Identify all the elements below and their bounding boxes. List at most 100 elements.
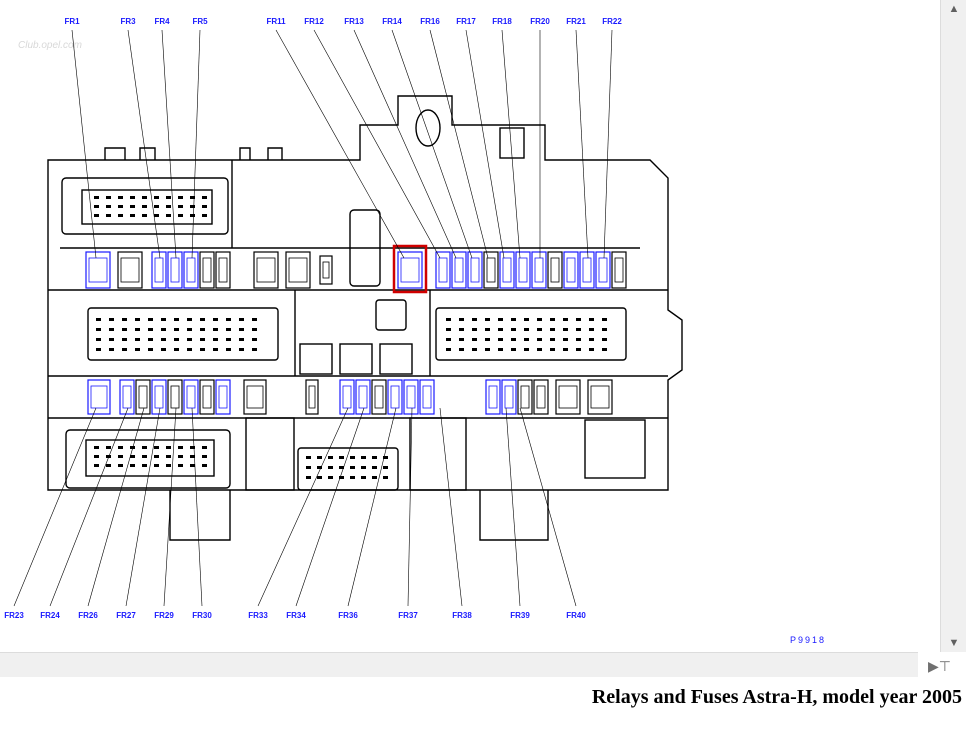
fuse-lower-right-1 (501, 379, 517, 415)
fuse-lower-right-0 (485, 379, 501, 415)
leader-fr40 (519, 407, 577, 607)
leader-fr23 (13, 407, 97, 607)
leader-fr36 (347, 407, 397, 607)
page-corner-icon[interactable]: ▶⊤ (928, 658, 951, 674)
leader-fr5 (191, 29, 201, 259)
vertical-scrollbar[interactable]: ▲ ▼ (940, 0, 967, 652)
fuse-lower-mid-1 (355, 379, 371, 415)
leader-fr21 (575, 29, 589, 259)
fuse-lower-mid-0 (339, 379, 355, 415)
label-fr5: FR5 (192, 17, 208, 26)
label-fr4: FR4 (154, 17, 170, 26)
leader-fr26 (87, 407, 145, 607)
leader-fr18 (501, 29, 521, 259)
fuse-slot (319, 255, 333, 285)
leader-fr34 (295, 407, 365, 607)
leader-fr13 (353, 29, 457, 259)
fuse-slot (253, 251, 279, 289)
fuse-lower-mid-4 (403, 379, 419, 415)
scroll-down-icon[interactable]: ▼ (948, 637, 960, 649)
watermark-text: Club.opel.com (18, 40, 82, 51)
fuse-lower-5 (199, 379, 215, 415)
diagram-viewer[interactable]: Club.opel.com (0, 0, 940, 652)
leader-fr14 (391, 29, 473, 259)
fuse-upper-right-4 (499, 251, 515, 289)
highlighted-fuse-marker[interactable] (392, 244, 428, 294)
fuse-slot (117, 251, 143, 289)
connector-pins (94, 196, 607, 479)
fuse-lower-2 (151, 379, 167, 415)
label-fr39: FR39 (510, 611, 530, 620)
fuse-row-group (85, 244, 627, 415)
fuse-upper-right-9 (579, 251, 595, 289)
fuse-lower-right-black-0 (517, 379, 533, 415)
leader-fr27 (125, 407, 161, 607)
fuse-box-housing (47, 95, 683, 541)
label-fr22: FR22 (602, 17, 622, 26)
fuse-slot (243, 379, 267, 415)
label-fr3: FR3 (120, 17, 136, 26)
label-fr11: FR11 (266, 17, 286, 26)
fuse-upper-black-1 (215, 251, 231, 289)
leader-fr30 (191, 407, 203, 607)
label-fr18: FR18 (492, 17, 512, 26)
scroll-corner (918, 652, 966, 682)
fuse-slot (555, 379, 581, 415)
leader-fr33 (257, 407, 349, 607)
fuse-slot (587, 379, 613, 415)
leader-fr1 (71, 29, 97, 259)
leader-fr17 (465, 29, 505, 259)
fuse-slot (285, 251, 311, 289)
fuse-slot (305, 379, 319, 415)
fuse-upper-right-8 (563, 251, 579, 289)
label-fr29: FR29 (154, 611, 174, 620)
leader-fr3 (127, 29, 161, 259)
horizontal-scrollbar[interactable] (0, 652, 940, 677)
leader-fr39 (505, 407, 521, 607)
window-edge (966, 0, 978, 729)
fuse-lower-right-black-1 (533, 379, 549, 415)
fuse-lower-6 (215, 379, 231, 415)
fuse-upper-right-0 (435, 251, 451, 289)
leader-fr29 (163, 407, 177, 607)
fuse-lower-4 (183, 379, 199, 415)
fuse-upper-right-3 (483, 251, 499, 289)
label-fr30: FR30 (192, 611, 212, 620)
label-fr33: FR33 (248, 611, 268, 620)
leader-lines (13, 29, 613, 607)
fuse-lower-mid-5 (419, 379, 435, 415)
fuse-upper-right-1 (451, 251, 467, 289)
label-fr24: FR24 (40, 611, 60, 620)
leader-fr16 (429, 29, 489, 259)
bottom-label-group: FR23 FR24 FR26 FR27 FR29 FR30 FR33 FR34 FR36 FR37… (4, 611, 586, 620)
label-fr26: FR26 (78, 611, 98, 620)
label-fr27: FR27 (116, 611, 136, 620)
leader-fr4 (161, 29, 177, 259)
label-fr37: FR37 (398, 611, 418, 620)
fuse-upper-1 (167, 251, 183, 289)
label-fr17: FR17 (456, 17, 476, 26)
label-fr21: FR21 (566, 17, 586, 26)
fuse-upper-right-11 (611, 251, 627, 289)
label-fr36: FR36 (338, 611, 358, 620)
fuse-upper-right-10 (595, 251, 611, 289)
label-fr38: FR38 (452, 611, 472, 620)
leader-fr38 (439, 407, 463, 607)
label-fr23: FR23 (4, 611, 24, 620)
label-fr12: FR12 (304, 17, 324, 26)
fuse-lower-mid-2 (371, 379, 387, 415)
fuse-fr1 (85, 251, 111, 289)
label-fr40: FR40 (566, 611, 586, 620)
label-fr14: FR14 (382, 17, 402, 26)
fuse-upper-right-5 (515, 251, 531, 289)
label-fr16: FR16 (420, 17, 440, 26)
fuse-lower-0 (119, 379, 135, 415)
fuse-lower-1 (135, 379, 151, 415)
leader-fr22 (603, 29, 613, 259)
fuse-upper-right-6 (531, 251, 547, 289)
scroll-up-icon[interactable]: ▲ (948, 3, 960, 15)
label-fr20: FR20 (530, 17, 550, 26)
label-fr34: FR34 (286, 611, 306, 620)
fuse-lower-mid-3 (387, 379, 403, 415)
diagram-caption: Relays and Fuses Astra-H, model year 200… (591, 686, 962, 708)
